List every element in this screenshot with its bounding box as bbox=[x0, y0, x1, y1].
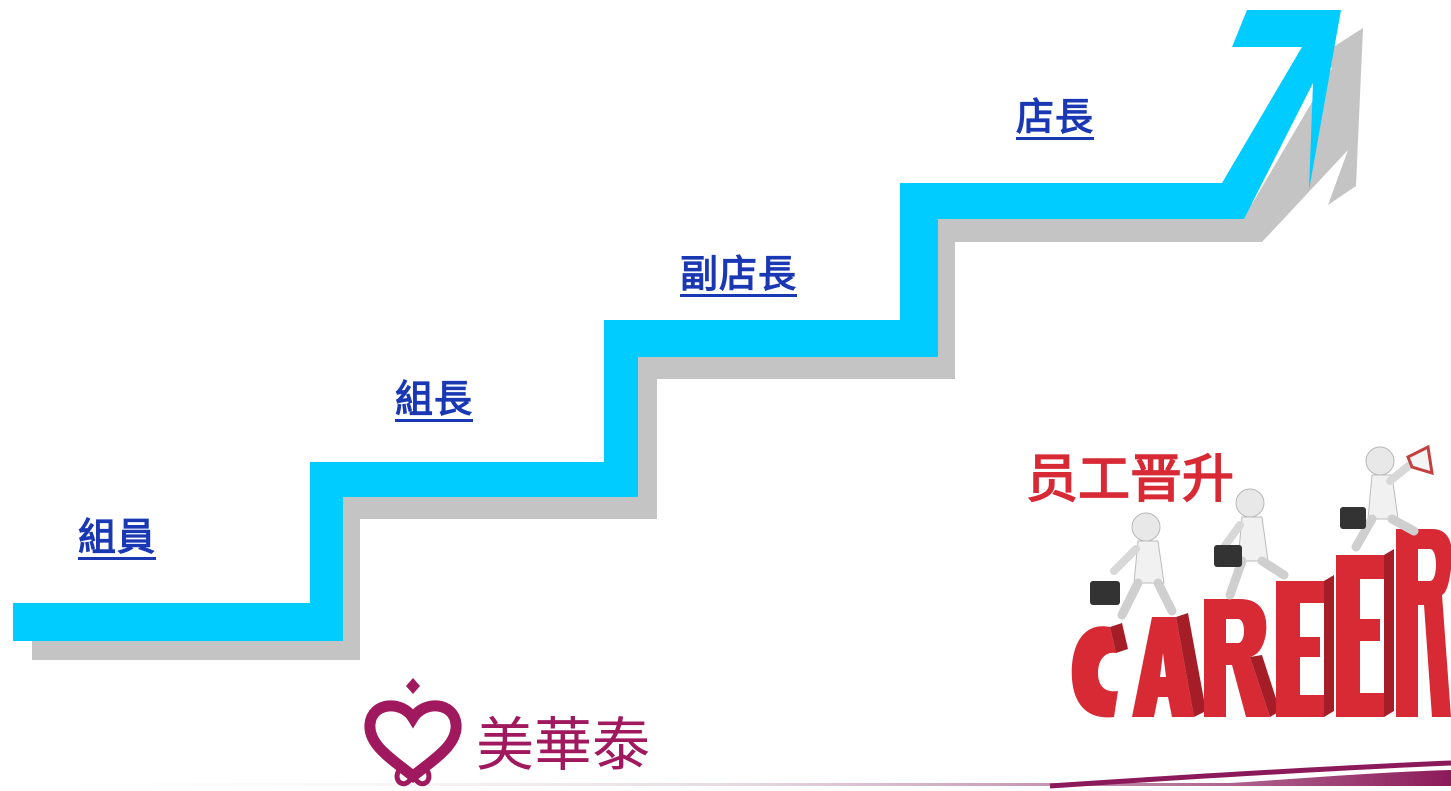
letter-r-1 bbox=[1204, 599, 1280, 717]
step-link-store-manager[interactable]: 店長 bbox=[1016, 95, 1095, 139]
megaphone-icon bbox=[1406, 444, 1434, 476]
letter-e-1 bbox=[1276, 575, 1334, 717]
letter-c bbox=[1071, 623, 1128, 718]
briefcase-icon bbox=[1214, 545, 1242, 567]
step-link-team-member[interactable]: 組員 bbox=[78, 515, 157, 559]
step-link-assistant-store-manager[interactable]: 副店長 bbox=[680, 252, 798, 296]
briefcase-icon bbox=[1090, 581, 1120, 605]
decorative-swoosh-line bbox=[1049, 760, 1451, 789]
heart-emblem-icon bbox=[364, 678, 462, 787]
letter-e-2 bbox=[1336, 549, 1394, 717]
briefcase-icon bbox=[1340, 507, 1366, 529]
career-headline: 员工晋升 bbox=[1026, 450, 1235, 510]
brand-name: 美華泰 bbox=[476, 711, 651, 779]
figure-runner-2 bbox=[1214, 488, 1289, 600]
step-link-team-leader[interactable]: 組長 bbox=[395, 377, 474, 421]
figure-runner-3 bbox=[1340, 444, 1434, 552]
brand-logo: 美華泰 bbox=[352, 672, 692, 791]
letter-r-2 bbox=[1396, 529, 1451, 717]
career-letters-illustration bbox=[1071, 444, 1451, 718]
decorative-swoosh bbox=[0, 770, 1451, 786]
letter-a bbox=[1132, 613, 1206, 717]
stair-arrow bbox=[13, 10, 1341, 641]
career-illustration: 员工晋升 bbox=[1018, 415, 1451, 725]
figure-runner-1 bbox=[1090, 512, 1177, 620]
